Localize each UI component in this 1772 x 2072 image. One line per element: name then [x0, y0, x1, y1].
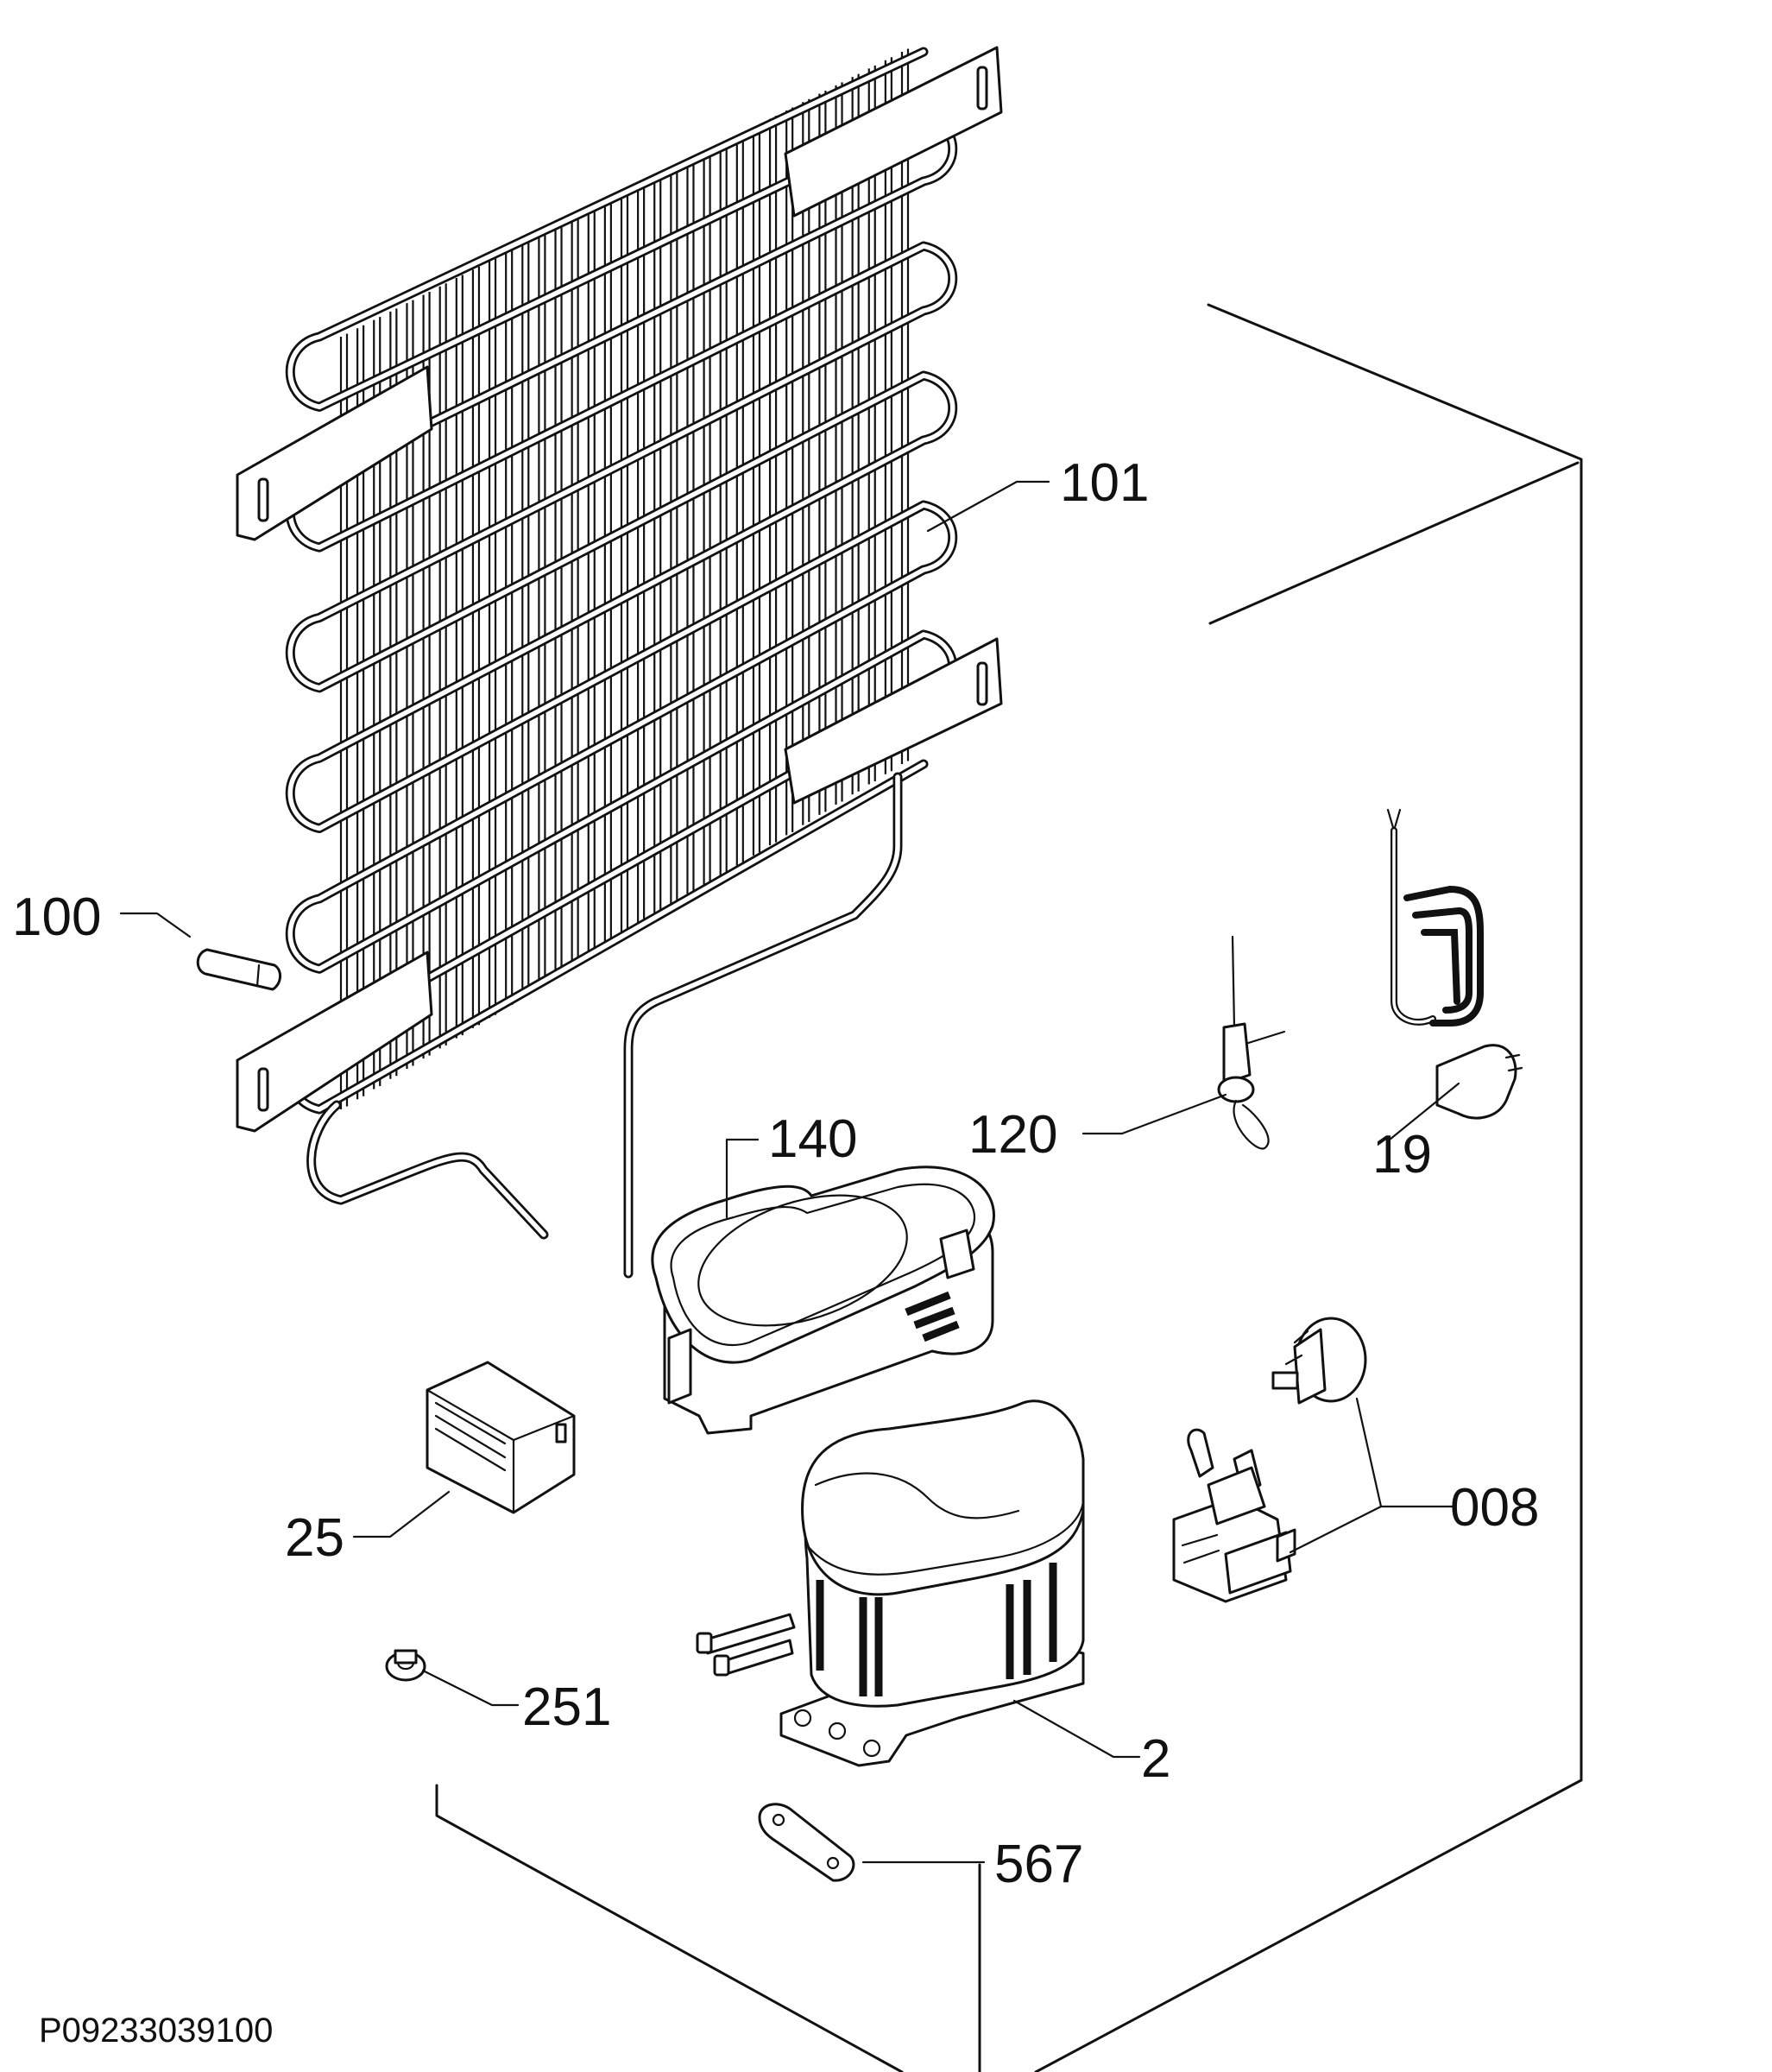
callout-19: 19: [1372, 1125, 1432, 1184]
callout-008: 008: [1450, 1478, 1539, 1538]
leader-lines: [119, 480, 1460, 1864]
callout-25: 25: [285, 1508, 344, 1568]
condenser-bracket: [236, 951, 433, 1133]
condenser-bracket: [784, 637, 1003, 805]
compressor-part-2: [696, 1399, 1085, 1767]
condenser-serpentine-tube: [285, 47, 958, 1115]
condenser-tube: [287, 49, 955, 1112]
callout-140: 140: [768, 1109, 857, 1169]
callout-100: 100: [12, 888, 101, 947]
diagram-code: P09233039100: [39, 2012, 273, 2050]
callout-251: 251: [522, 1677, 611, 1737]
grommet-part-251: [385, 1649, 426, 1682]
relay-cover-part-25: [426, 1361, 576, 1514]
condenser-bracket: [236, 365, 433, 541]
sensor-part-120: [1217, 935, 1286, 1150]
clip-part-567: [758, 1803, 855, 1882]
callout-567: 567: [994, 1835, 1083, 1894]
starter-relay-part-008: [1271, 1317, 1367, 1405]
callout-101: 101: [1060, 453, 1149, 513]
condenser: [236, 46, 1003, 1279]
callout-labels: 100 101 140 120 19 25 008 251 2 567 P092…: [12, 453, 1539, 2050]
cabinet-outline: [435, 303, 1583, 2072]
condenser-bracket: [784, 46, 1003, 218]
callout-2: 2: [1141, 1729, 1170, 1789]
overload-protector-part-008: [1172, 1428, 1296, 1603]
condenser-wires: [339, 48, 910, 1109]
pin-part-100: [196, 948, 281, 991]
drip-tray-part-140: [651, 1166, 995, 1435]
power-cord-part-19: [1386, 808, 1523, 1120]
callout-120: 120: [968, 1105, 1057, 1165]
